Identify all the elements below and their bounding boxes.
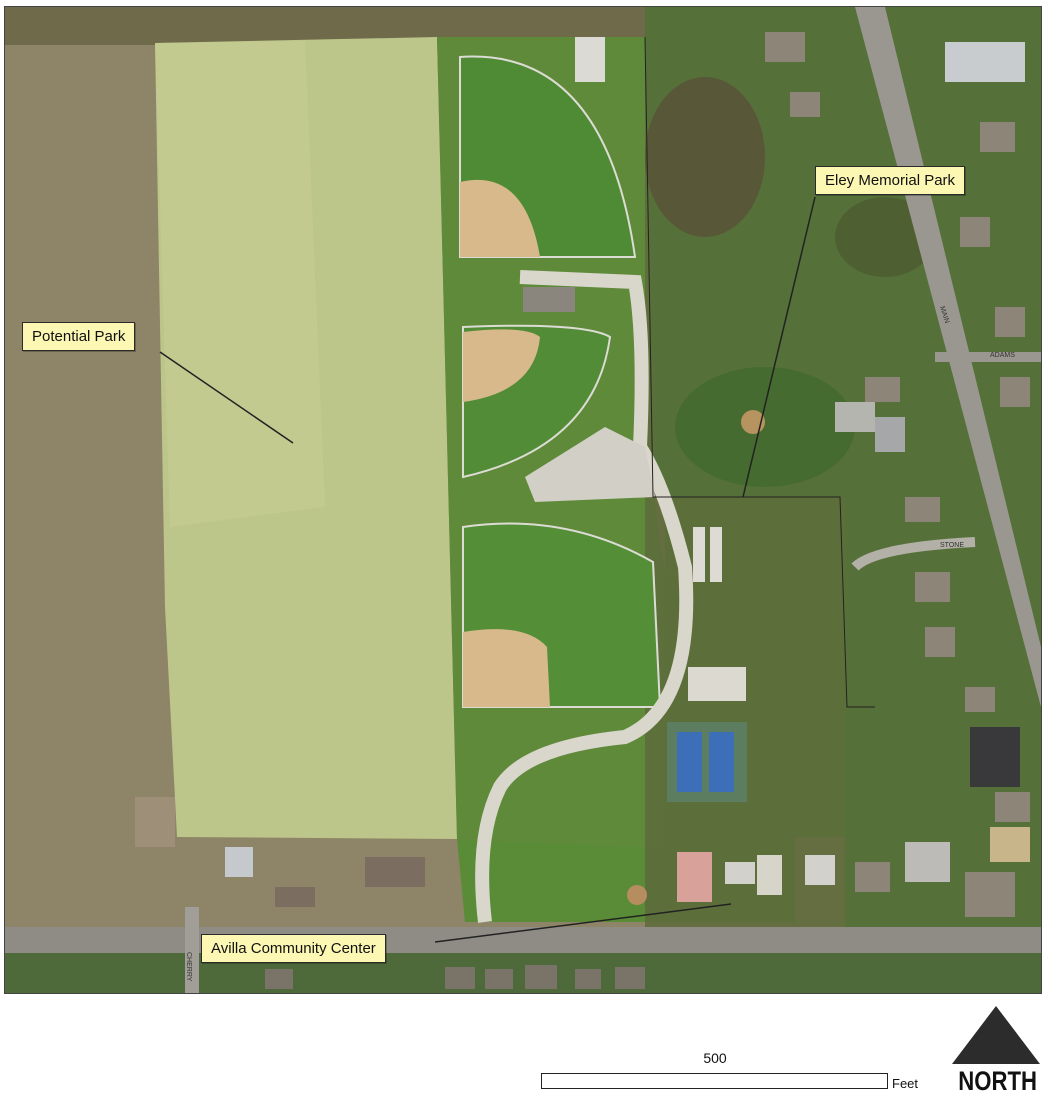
pavilion	[688, 667, 746, 701]
tennis-court-1	[677, 732, 702, 792]
scale-bar	[541, 1073, 888, 1089]
parking-lot	[525, 427, 655, 502]
aerial-map[interactable]: MAIN ADAMS STONE CHERRY	[4, 6, 1042, 994]
north-arrow-icon	[952, 1006, 1040, 1064]
north-building	[575, 37, 605, 82]
boundary-line	[644, 36, 875, 708]
label-eley-memorial-park: Eley Memorial Park	[815, 166, 966, 195]
scale-value: 500	[703, 1050, 727, 1066]
infield-north	[460, 179, 540, 257]
street-label-cherry: CHERRY	[185, 952, 192, 982]
houses-south	[265, 965, 645, 989]
scale-unit: Feet	[892, 1076, 919, 1091]
infield-middle	[463, 329, 540, 402]
tennis-court-2	[709, 732, 734, 792]
cherry-street	[185, 907, 199, 993]
stone-street	[851, 537, 976, 571]
aerial-imagery: MAIN ADAMS STONE CHERRY	[5, 7, 1041, 993]
label-avilla-community-center: Avilla Community Center	[201, 934, 386, 963]
houses-east	[725, 32, 1030, 917]
leader-potential-park	[159, 351, 294, 444]
label-potential-park: Potential Park	[22, 322, 136, 351]
houses-southwest	[135, 797, 425, 907]
north-label: NORTH	[958, 1066, 1037, 1096]
street-label-adams: ADAMS	[990, 352, 1015, 359]
street-label-stone: STONE	[940, 542, 964, 549]
infield-south	[463, 629, 550, 707]
leader-eley-park	[742, 196, 816, 498]
park-path	[475, 270, 694, 923]
adams-street	[935, 352, 1041, 362]
concession-building	[523, 287, 575, 312]
playground	[677, 852, 712, 902]
leader-community-center	[434, 903, 732, 943]
